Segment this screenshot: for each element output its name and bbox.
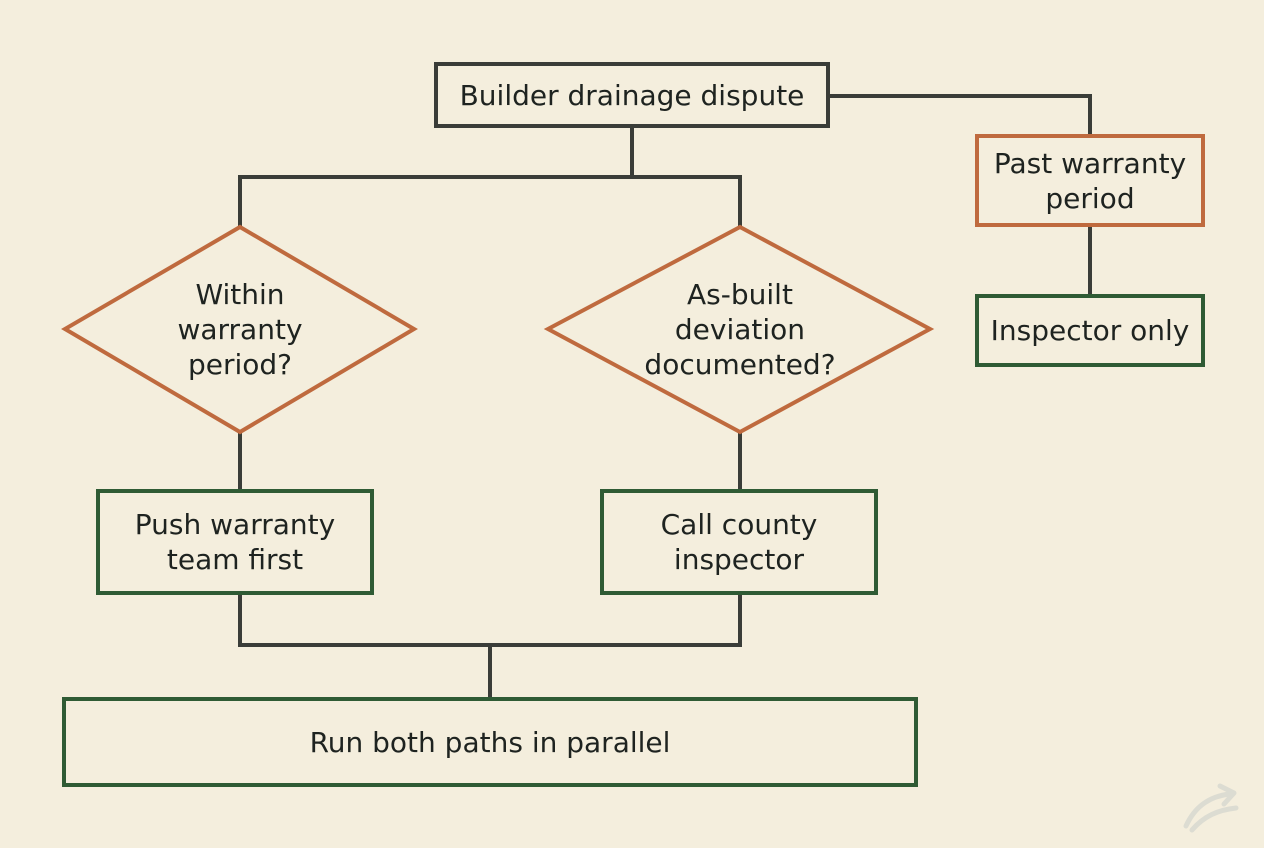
inspector-only-label: Inspector only: [990, 314, 1190, 347]
call-inspector-label: Call county inspector: [660, 508, 818, 576]
within-warranty-label: Within warranty period?: [177, 277, 303, 381]
push-warranty-label: Push warranty team first: [134, 508, 336, 576]
connector-split: [238, 175, 742, 227]
past-warranty-label: Past warranty period: [993, 146, 1187, 215]
past-warranty-node: Past warranty period: [975, 134, 1205, 227]
connector-root-to-past-warranty: [830, 94, 1092, 136]
root-node: Builder drainage dispute: [434, 62, 830, 128]
as-built-label: As-built deviation documented?: [644, 277, 836, 381]
root-node-label: Builder drainage dispute: [459, 78, 805, 112]
decision-diamond-within-warranty: [61, 224, 418, 435]
inspector-only-node: Inspector only: [975, 294, 1205, 367]
decision-diamond-as-built: [543, 224, 935, 435]
run-parallel-node: Run both paths in parallel: [62, 697, 918, 787]
run-parallel-label: Run both paths in parallel: [309, 725, 671, 759]
arrow-logo-icon: [1183, 783, 1239, 833]
call-inspector-node: Call county inspector: [600, 489, 878, 595]
push-warranty-node: Push warranty team first: [96, 489, 374, 595]
connector-merge: [238, 593, 742, 647]
